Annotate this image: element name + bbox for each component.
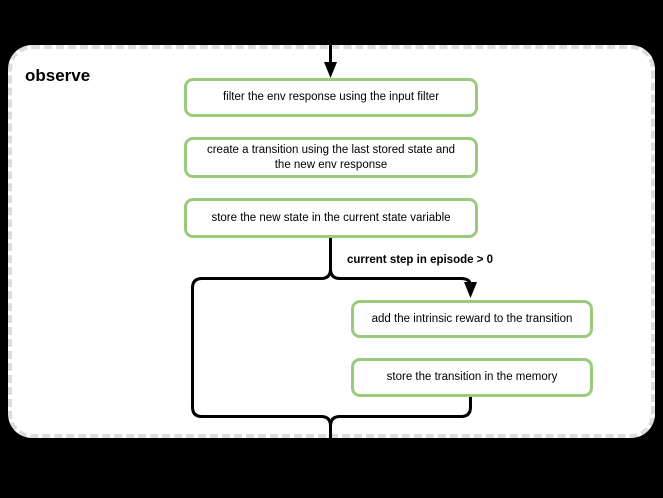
node-label: add the intrinsic reward to the transiti… — [371, 312, 573, 325]
condition-arrowhead-icon — [464, 282, 477, 298]
node-store-new-state: store the new state in the current state… — [184, 198, 478, 238]
node-label: filter the env response using the input … — [222, 91, 440, 104]
node-store-transition-memory: store the transition in the memory — [351, 358, 593, 397]
merge-connector — [329, 395, 472, 456]
branch-condition-label: current step in episode > 0 — [347, 254, 494, 266]
node-label: store the transition in the memory — [386, 371, 558, 384]
node-create-transition: create a transition using the last store… — [184, 137, 478, 178]
node-label: store the new state in the current state… — [211, 211, 451, 224]
entry-arrowhead-icon — [324, 62, 337, 78]
condition-branch-connector — [329, 267, 472, 288]
node-add-intrinsic-reward: add the intrinsic reward to the transiti… — [351, 300, 593, 338]
node-label: create a transition using the last store… — [206, 143, 456, 171]
bypass-branch-connector — [191, 267, 332, 456]
node-filter-env-response: filter the env response using the input … — [184, 78, 478, 117]
page-title: observe — [25, 66, 91, 85]
